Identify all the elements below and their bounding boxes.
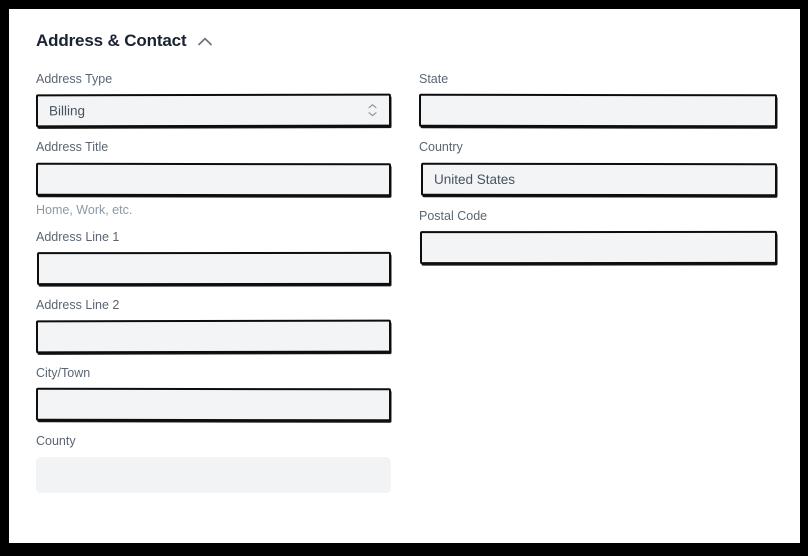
city-town-input[interactable]	[35, 387, 392, 422]
address-line-2-value	[49, 336, 378, 337]
section-header: Address & Contact	[36, 31, 213, 51]
label-state: State	[419, 72, 449, 86]
address-line-2-input[interactable]	[35, 319, 392, 354]
field-address-line-2: Address Line 2	[35, 297, 392, 354]
address-line-1-input[interactable]	[36, 251, 392, 285]
state-input[interactable]	[418, 93, 778, 128]
county-input	[36, 456, 391, 493]
city-town-value	[49, 404, 378, 405]
chevron-up-icon[interactable]	[197, 33, 213, 49]
form-column-right: State Country United States Postal Code	[418, 71, 778, 276]
field-address-title: Address Title Home, Work, etc.	[35, 139, 392, 217]
field-country: Country United States	[419, 139, 778, 196]
label-country: Country	[419, 140, 463, 155]
field-city-town: City/Town	[35, 365, 392, 422]
address-title-input[interactable]	[35, 162, 392, 196]
label-address-type: Address Type	[36, 72, 113, 86]
address-type-value: Billing	[48, 103, 86, 119]
label-city-town: City/Town	[36, 366, 91, 380]
form-body: Address Type Billing	[9, 9, 800, 543]
select-chevrons-icon	[367, 101, 378, 119]
label-address-title: Address Title	[36, 140, 109, 155]
country-value: United States	[433, 171, 516, 187]
form-page: Address & Contact Address Type Billing	[9, 9, 800, 543]
label-address-line-2: Address Line 2	[36, 297, 120, 312]
field-state: State	[418, 71, 778, 128]
field-county: County	[36, 433, 391, 493]
address-title-value	[49, 179, 378, 180]
page-title: Address & Contact	[36, 31, 187, 50]
country-input[interactable]: United States	[420, 162, 778, 196]
field-postal-code: Postal Code	[419, 208, 778, 264]
label-county: County	[36, 434, 76, 449]
form-column-left: Address Type Billing	[35, 71, 392, 505]
helper-address-title: Home, Work, etc.	[36, 202, 133, 217]
label-postal-code: Postal Code	[419, 208, 488, 223]
postal-code-input[interactable]	[419, 230, 778, 264]
state-value	[432, 110, 764, 111]
label-address-line-1: Address Line 1	[36, 229, 120, 244]
field-address-type: Address Type Billing	[35, 71, 392, 128]
address-type-select[interactable]: Billing	[35, 93, 392, 128]
field-address-line-1: Address Line 1	[36, 229, 392, 285]
